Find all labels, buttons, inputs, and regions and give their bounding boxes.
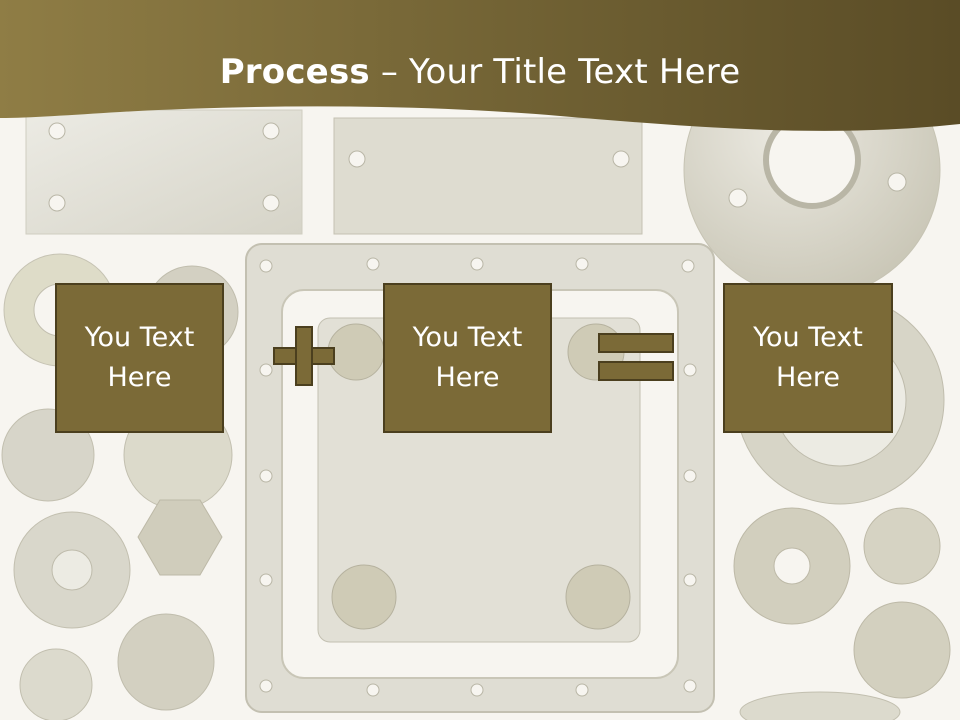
process-box-3[interactable]: You Text Here [723,283,893,433]
process-box-2[interactable]: You Text Here [383,283,552,433]
title-rest: – Your Title Text Here [369,52,741,92]
title-bold: Process [219,52,370,92]
process-box-1[interactable]: You Text Here [55,283,224,433]
title-banner [0,0,960,131]
plus-vertical-bar [295,326,313,386]
page-title: Process – Your Title Text Here [0,52,960,92]
equals-top-bar [598,333,674,353]
equals-bottom-bar [598,361,674,381]
